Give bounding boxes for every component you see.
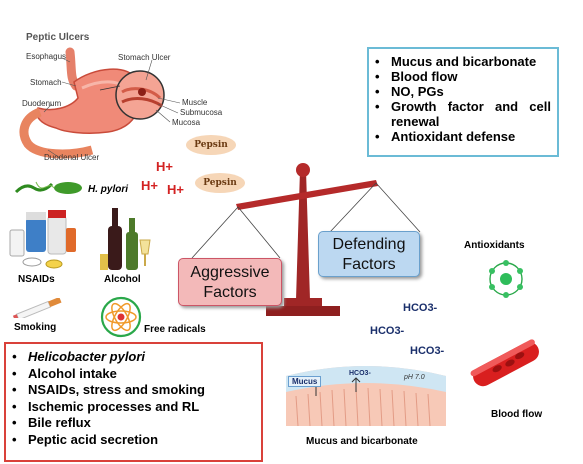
muscle-label: Muscle: [182, 98, 208, 107]
blood-flow-label: Blood flow: [491, 409, 543, 420]
pepsin-label: Pepsin: [203, 178, 237, 188]
h-pylori-bacteria-icon: [14, 181, 82, 194]
esophagus-label: Esophagus: [26, 52, 67, 61]
antioxidant-molecule-icon: [489, 260, 523, 298]
free-radicals-icon: [100, 296, 142, 338]
defending-factors-list: Mucus and bicarbonate Blood flow NO, PGs…: [371, 54, 551, 144]
defending-factors-box: Defending Factors: [318, 231, 420, 277]
submucosa-label: Submucosa: [180, 108, 223, 117]
aggressive-item: Alcohol intake: [8, 366, 255, 383]
aggressive-factors-list: Helicobacter pylori Alcohol intake NSAID…: [8, 349, 255, 448]
defending-item: Mucus and bicarbonate: [371, 54, 551, 69]
defending-line-1: Defending: [332, 236, 406, 253]
mucus-bicarbonate-label: Mucus and bicarbonate: [306, 436, 418, 447]
alcohol-bottles-icon: [100, 208, 151, 270]
mucus-tag-label: Mucus: [292, 377, 318, 386]
duodenal-ulcer-label: Duodenal Ulcer: [44, 153, 100, 162]
nsaids-label: NSAIDs: [18, 274, 55, 285]
h-plus-1: H+: [156, 159, 173, 174]
illustration-title: Peptic Ulcers: [26, 32, 90, 43]
peptic-ulcer-illustration: Peptic Ulcers Esophagus Stomach Stomach …: [0, 0, 230, 170]
defending-item: Antioxidant defense: [371, 129, 551, 144]
h-plus-2: H+: [141, 178, 158, 193]
smoking-label: Smoking: [14, 322, 57, 333]
pepsin-label: Pepsin: [194, 140, 228, 150]
free-radicals-label: Free radicals: [144, 324, 206, 335]
hco3-label-1: HCO3-: [403, 302, 438, 314]
aggressive-line-2: Factors: [203, 284, 257, 301]
stomach-label: Stomach: [30, 78, 62, 87]
pepsin-ellipse-1: Pepsin: [186, 135, 236, 155]
balance-scale: [191, 163, 421, 316]
aggressive-item: Ischemic processes and RL: [8, 399, 255, 416]
pepsin-ellipse-2: Pepsin: [195, 173, 245, 193]
aggressive-factors-list-box: Helicobacter pylori Alcohol intake NSAID…: [4, 342, 263, 462]
mucus-tag: Mucus: [288, 376, 322, 387]
h-pylori-label: H. pylori: [88, 184, 129, 195]
defending-factors-list-box: Mucus and bicarbonate Blood flow NO, PGs…: [367, 47, 559, 157]
nsaids-pills-icon: [9, 210, 76, 269]
mucus-panel-hco3: HCO3-: [349, 370, 371, 377]
stomach-ulcer-label: Stomach Ulcer: [118, 53, 171, 62]
duodenum-label: Duodenum: [22, 99, 62, 108]
hco3-label-2: HCO3-: [370, 325, 405, 337]
mucosa-label: Mucosa: [172, 118, 201, 127]
h-plus-3: H+: [167, 182, 184, 197]
mucus-panel-ph: pH 7.0: [404, 374, 425, 381]
defending-item: NO, PGs: [371, 84, 551, 99]
aggressive-item: Peptic acid secretion: [8, 432, 255, 449]
defending-item: Blood flow: [371, 69, 551, 84]
alcohol-label: Alcohol: [104, 274, 141, 285]
aggressive-item: NSAIDs, stress and smoking: [8, 382, 255, 399]
aggressive-line-1: Aggressive: [190, 264, 270, 281]
defending-item: Growth factor and cell renewal: [371, 99, 551, 129]
cigarette-icon: [12, 298, 62, 318]
aggressive-item: Bile reflux: [8, 415, 255, 432]
aggressive-item: Helicobacter pylori: [8, 349, 255, 366]
antioxidants-label: Antioxidants: [464, 240, 525, 251]
blood-vessel-icon: [470, 339, 539, 387]
stomach-drawing: [19, 47, 181, 159]
hco3-label-3: HCO3-: [410, 345, 445, 357]
mucus-bicarbonate-panel: [286, 366, 446, 426]
aggressive-factors-box: Aggressive Factors: [178, 258, 282, 306]
defending-line-2: Factors: [342, 256, 396, 273]
